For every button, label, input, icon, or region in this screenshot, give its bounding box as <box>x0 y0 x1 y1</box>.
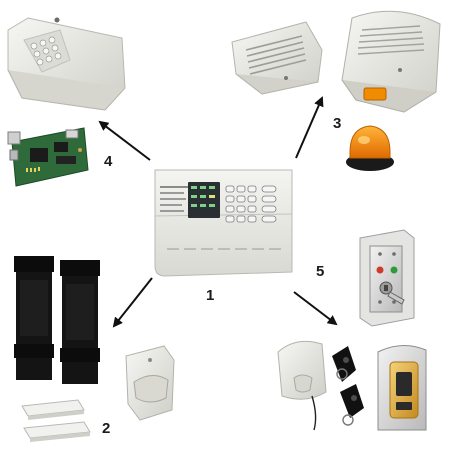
key-switch-icon <box>359 229 415 327</box>
label-communication: 4 <box>104 153 113 170</box>
circuit-board-icon <box>7 127 89 187</box>
pir-motion-detector-icon <box>125 345 175 421</box>
infrared-beam-detector-icon <box>14 256 54 380</box>
arrow-to-access-control <box>293 291 338 326</box>
label-sirens: 3 <box>333 115 342 132</box>
arrow-to-communication <box>98 120 151 161</box>
key-fob-remote-icon <box>332 346 356 382</box>
wall-keypad-icon <box>7 17 126 111</box>
magnetic-door-contact-icon <box>21 399 91 442</box>
strobe-beacon-icon <box>346 125 394 171</box>
indoor-siren-icon <box>231 21 323 95</box>
arrows <box>98 96 338 328</box>
label-access-control: 5 <box>316 263 325 280</box>
label-perimeter-sensors: 2 <box>102 420 111 437</box>
fingerprint-reader-icon <box>377 345 427 431</box>
wireless-receiver-icon <box>277 340 327 431</box>
alarm-control-panel-icon <box>154 169 293 277</box>
infrared-beam-detector-icon <box>60 260 100 384</box>
label-control-panel: 1 <box>206 287 215 304</box>
arrow-to-sirens <box>295 96 324 159</box>
key-fob-remote-icon <box>340 384 364 426</box>
arrow-to-perimeter <box>112 277 153 328</box>
outdoor-siren-icon <box>341 10 441 113</box>
